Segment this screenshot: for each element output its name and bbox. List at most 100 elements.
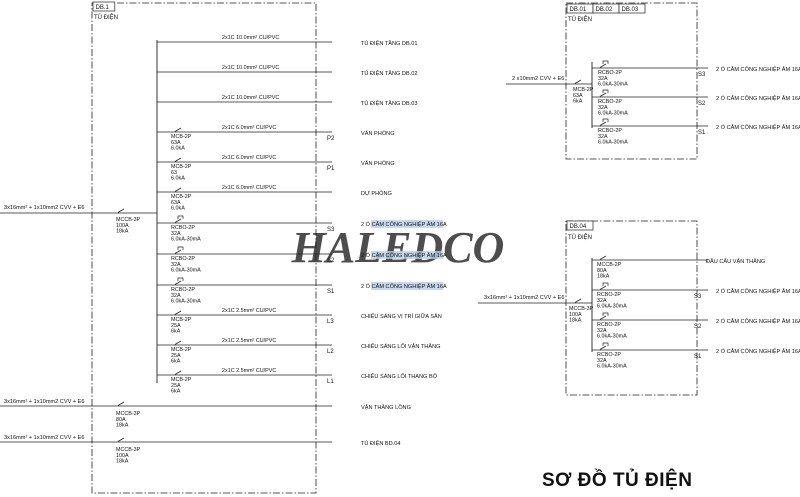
db1-branch-12-tag: L1 [327,379,334,385]
db1-branch-11-breaker-spec-0: MCB-2P [171,347,192,353]
db1-branch-8-tag: S2 [327,258,335,264]
db4-main-breaker-spec-0: MCCB-3P [569,306,594,312]
db1-branch-5-breaker-spec-2: 6.0kA [171,176,185,182]
db1-branch-2-label: TỦ ĐIỆN TẦNG DB.02 [361,69,417,77]
db1-branch-7-highlight [371,220,444,228]
db0-tag-2: DB.02 [596,7,613,13]
db4-branch-2-breaker-spec-0: RCBO-2P [597,292,621,298]
db4-branch-2-breaker-spec-2: 6.0kA-30mA [597,304,627,310]
db1-feed-cable: 3x16mm² + 1x10mm2 CVV + E6 [4,205,85,211]
db4-main-breaker-spec-2: 18kA [569,318,582,324]
db4-main-breaker-spec-1: 100A [569,312,582,318]
db1-branch-12-cable: 2x1C 2.5mm² CU/PVC [222,368,276,374]
db0-branch-3-breaker-spec-1: 32A [598,134,608,140]
db4-tag-frame [566,220,594,231]
db1-branch-9-breaker-spec-1: 32A [171,293,181,299]
db0-branch-1-breaker-spec-1: 32A [598,76,608,82]
db1-branch-10-breaker-contact [174,310,182,315]
db1-extra-2-breaker-spec-0: MCCB-3P [116,447,141,453]
db4-branch-4-breaker-spec-0: RCBO-2P [597,352,621,358]
db4-border [565,220,698,396]
db4-branch-3-tag: S2 [694,324,702,330]
db0-branch-2-breaker-spec-2: 6.0kA-30mA [598,111,628,117]
db1-main-breaker-spec-2: 18kA [116,229,129,235]
db1-branch-9-tag: S1 [327,289,335,295]
db1-branch-11-breaker-spec-1: 25A [171,353,181,359]
db1-branch-6-breaker-contact [174,187,182,192]
db1-branch-7-label: 2 Ổ CẮM CÔNG NGHIỆP ÂM 16A [361,220,447,228]
db0-branch-3-breaker-contact [599,121,607,126]
db1-branch-3-cable: 2x1C 10.0mm² CU/PVC [222,95,279,101]
db0-branch-2-breaker-spec-0: RCBO-2P [598,99,622,105]
db1-branch-8-highlight [371,251,444,259]
db1-name: TỦ ĐIỆN [94,13,118,21]
db1-branch-9-breaker-contact [174,280,182,285]
db1-branch-12-breaker-spec-1: 25A [171,383,181,389]
db1-branch-6-breaker-spec-0: MCB-2P [171,194,192,200]
db1-branch-8-breaker-rcd-mark [177,246,184,250]
db0-branch-1-label: 2 Ổ CẮM CÔNG NGHIỆP ÂM 16A [716,65,800,73]
db4-branch-1-breaker-contact [599,255,607,260]
diagram-title: SƠ ĐỒ TỦ ĐIỆN [542,469,692,491]
db0-branch-3-breaker-rcd-mark [602,118,609,122]
db1-extra-2-label: TỦ ĐIỆN BD.04 [361,439,400,447]
db4-branch-3-breaker-spec-1: 32A [597,328,607,334]
panel-db1: DB.1 TỦ ĐIỆN 3x16mm² + 1x10mm2 CVV + E6 MCC… [0,1,447,494]
db1-branch-10-cable: 2x1C 2.5mm² CU/PVC [222,308,276,314]
db1-branch-6-breaker-spec-2: 6.0kA [171,206,185,212]
db1-branch-5-cable: 2x1C 6.0mm² CU/PVC [222,155,276,161]
db1-branch-11-cable: 2x1C 2.5mm² CU/PVC [222,338,276,344]
db1-extra-1-breaker-spec-1: 80A [116,417,126,423]
db4-branch-1-breaker-spec-0: MCCB-2P [597,262,622,268]
db1-branch-4-cable: 2x1C 6.0mm² CU/PVC [222,125,276,131]
db1-branch-10-breaker-spec-2: 6kA [171,329,181,335]
db4-tag: DB.04 [570,224,587,230]
db0-branch-3-breaker-spec-2: 6.0kA-30mA [598,140,628,146]
db4-branch-3-breaker-contact [599,315,607,320]
db1-extra-1-breaker-contact [117,401,125,406]
db4-branch-2-tag: S3 [694,294,702,300]
db1-tag: DB.1 [96,5,110,11]
db4-branch-3-breaker-rcd-mark [602,312,609,316]
db1-branch-5-breaker-spec-0: MCB-2P [171,164,192,170]
db1-branch-7-breaker-spec-0: RCBO-2P [171,225,195,231]
db4-branch-2-breaker-spec-1: 32A [597,298,607,304]
db1-branch-9-breaker-rcd-mark [177,277,184,281]
db1-branch-9-breaker-spec-0: RCBO-2P [171,287,195,293]
db1-border [91,2,317,494]
db1-branch-5-label: VĂN PHÒNG [361,160,395,167]
db4-branch-4-breaker-rcd-mark [602,342,609,346]
db4-feed-cable: 3x16mm² + 1x10mm2 CVV + E6 [484,295,565,301]
db1-main-breaker-contact [117,208,125,213]
db1-branch-5-breaker-contact [174,157,182,162]
db0-branch-3-tag: S1 [698,130,706,136]
db1-branch-11-breaker-spec-2: 6kA [171,359,181,365]
db1-extra-1-breaker-spec-2: 18kA [116,423,129,429]
db0-branch-1-breaker-rcd-mark [602,60,609,64]
db1-branch-7-breaker-rcd-mark [177,215,184,219]
db1-branch-12-breaker-contact [174,370,182,375]
db4-branch-4-breaker-contact [599,345,607,350]
db0-branch-1-breaker-contact [599,63,607,68]
db4-branch-1-breaker-spec-2: 18kA [597,274,610,280]
db1-branch-8-breaker-spec-1: 32A [171,262,181,268]
db1-branch-10-breaker-spec-0: MCB-2P [171,317,192,323]
db0-branch-3-label: 2 Ổ CẮM CÔNG NGHIỆP ÂM 16A [716,123,800,131]
db1-branch-7-breaker-contact [174,218,182,223]
db1-branch-4-tag: P2 [327,136,335,142]
db0-branch-2-tag: S2 [698,101,706,107]
db1-branch-7-breaker-spec-2: 6.0kA-30mA [171,237,201,243]
db1-branch-9-breaker-spec-2: 6.0kA-30mA [171,299,201,305]
db1-branch-6-breaker-spec-1: 63A [171,200,181,206]
db1-branch-9-highlight [371,282,444,290]
db1-branch-8-breaker-spec-2: 6.0kA-30mA [171,268,201,274]
db1-extra-1-label: VẬN THĂNG LỒNG [361,404,411,411]
db1-branch-4-breaker-spec-2: 6.0kA [171,146,185,152]
db1-branch-12-breaker-spec-2: 6kA [171,389,181,395]
db0-branch-1-tag: S3 [698,72,706,78]
db0-tag-3-frame [618,3,646,14]
db1-extra-2-breaker-spec-1: 100A [116,453,129,459]
db1-extra-1-breaker-spec-0: MCCB-3P [116,411,141,417]
